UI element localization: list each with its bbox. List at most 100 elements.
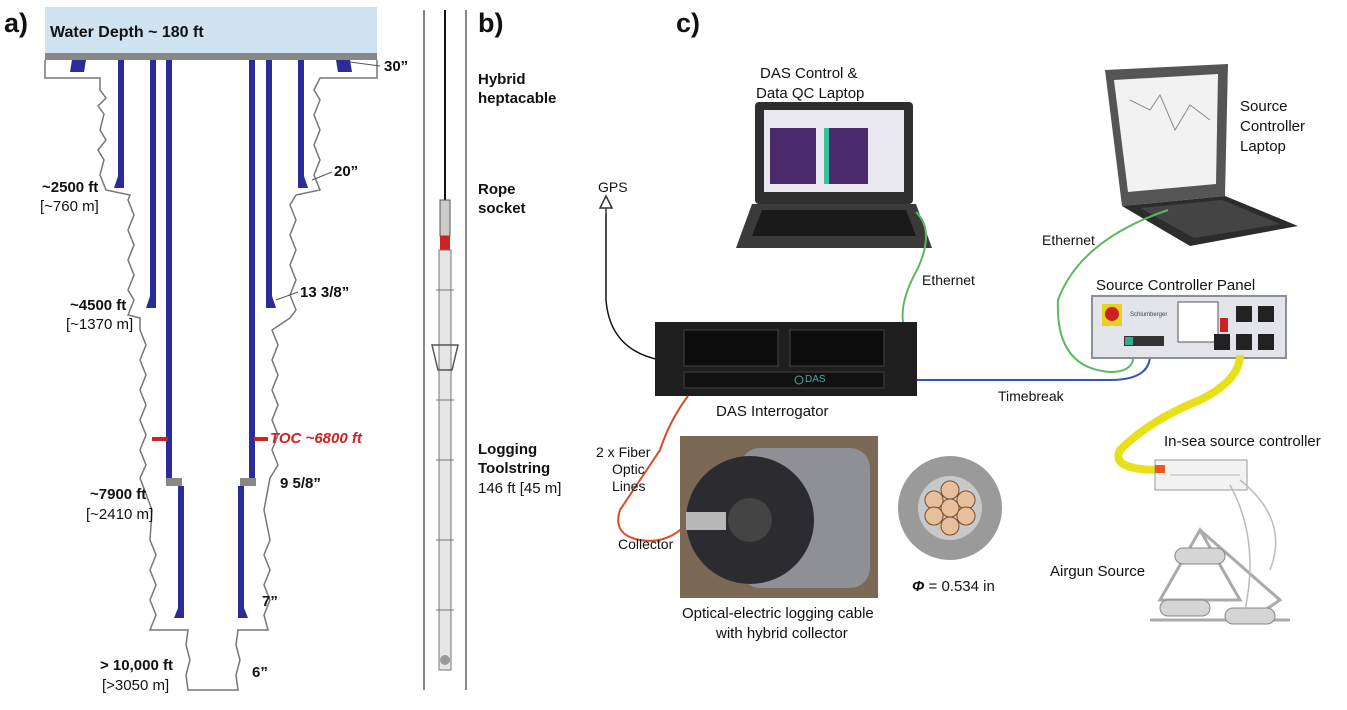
panel-connector-3: [1214, 334, 1230, 350]
casing-958-right: [249, 60, 255, 480]
conductor-5: [924, 506, 944, 526]
yellow-umbilical: [1114, 354, 1244, 474]
interrogator-power-ring: [794, 375, 804, 385]
airgun-cylinder-3: [1224, 607, 1276, 625]
source-laptop-screen: [1114, 74, 1218, 192]
fiber-optic-cable: [617, 395, 691, 542]
airgun-frame-a: [1157, 526, 1243, 602]
water-layer: [45, 7, 377, 53]
hybrid-label-line1: Hybrid: [478, 71, 526, 88]
casing-size-30: 30”: [384, 58, 409, 75]
cable-reel-photo: [680, 436, 878, 598]
casing-size-6: 6”: [252, 664, 268, 681]
collector-label: Collector: [618, 536, 674, 552]
ethernet-cable-source: [1056, 209, 1169, 374]
das-laptop: [736, 102, 932, 248]
cable-diameter-label: Φ = 0.534 in: [912, 577, 995, 596]
cable-cross-section: [898, 456, 1002, 560]
das-laptop-plot-2: [824, 128, 868, 184]
rope-label-line2: socket: [478, 200, 526, 217]
casing-1338-right-shoe: [266, 296, 276, 308]
source-laptop-label-line2: Controller: [1240, 118, 1306, 135]
panel-connector-1: [1236, 306, 1252, 322]
casing-size-1338: 13 3/8”: [300, 284, 350, 301]
das-interrogator-unit: [655, 322, 917, 396]
liner-7-right-shoe: [238, 608, 248, 618]
in-sea-controller-label: In-sea source controller: [1164, 433, 1321, 450]
conductor-4: [956, 506, 976, 526]
depth-2500-ft: ~2500 ft: [42, 179, 99, 196]
conductor-3: [924, 490, 944, 510]
in-sea-controller-tag: [1155, 465, 1165, 473]
toc-marker-left: [152, 437, 168, 441]
casing-20-left-shoe: [114, 176, 124, 188]
das-badge: DAS: [805, 374, 826, 385]
liner-7-right: [238, 486, 244, 612]
logging-label-line2: Toolstring: [478, 460, 551, 477]
conductor-1: [940, 498, 960, 518]
casing-20-right: [298, 60, 304, 180]
airgun-hoses: [1229, 479, 1277, 611]
casing-1338-left: [150, 60, 156, 300]
mudline: [45, 53, 377, 60]
panel-meter-red: [1220, 318, 1228, 332]
airgun-label: Airgun Source: [1050, 563, 1146, 580]
panel-b-letter: b): [478, 8, 504, 38]
tool-bottom: [440, 655, 450, 665]
panel-terminals: [1124, 336, 1164, 346]
casing-20-left: [118, 60, 124, 180]
fiber-label-line3: Lines: [612, 478, 646, 494]
casing-size-7: 7”: [262, 593, 278, 610]
reel-collector: [686, 512, 726, 530]
leader-1338: [275, 291, 299, 301]
airgun-cylinder-1: [1174, 547, 1226, 565]
leader-20: [311, 171, 333, 181]
das-laptop-plot-1: [770, 128, 816, 184]
depth-2500-m: [~760 m]: [40, 198, 99, 215]
borehole-outline: [44, 60, 378, 691]
das-laptop-keyboard: [752, 210, 916, 236]
in-sea-controller-unit: [1154, 459, 1248, 491]
logging-length: 146 ft [45 m]: [478, 480, 562, 497]
timebreak-label: Timebreak: [998, 388, 1064, 404]
gps-antenna: [598, 194, 614, 209]
das-laptop-label-line1: DAS Control &: [760, 65, 858, 82]
liner-7-left-shoe: [174, 608, 184, 618]
depth-10000-ft: > 10,000 ft: [100, 657, 173, 674]
toc-label: TOC ~6800 ft: [270, 430, 362, 447]
interrogator-bay-left: [683, 329, 779, 367]
gps-label: GPS: [598, 179, 628, 195]
source-laptop-keys: [1140, 200, 1280, 238]
cable-caption-line2: with hybrid collector: [716, 625, 848, 642]
conductor-shoe-right: [336, 60, 352, 72]
interrogator-label: DAS Interrogator: [716, 403, 829, 420]
fiber-label-line2: Optic: [612, 461, 645, 477]
casing-size-958: 9 5/8”: [280, 475, 321, 492]
panel-meter: [1177, 301, 1219, 343]
source-laptop-plot: [1129, 93, 1211, 132]
panel-connector-2: [1258, 306, 1274, 322]
interrogator-bay-right: [789, 329, 885, 367]
source-controller-panel-unit: [1091, 295, 1287, 359]
leader-30: [349, 61, 381, 67]
airgun-cylinder-2: [1159, 599, 1211, 617]
depth-7900-m: [~2410 m]: [86, 506, 154, 523]
depth-4500-ft: ~4500 ft: [70, 297, 127, 314]
source-laptop-label-line3: Laptop: [1240, 138, 1286, 155]
panel-terminal-green: [1125, 337, 1133, 345]
panel-brand: Schlumberger: [1130, 312, 1168, 318]
phi-value: = 0.534 in: [928, 578, 995, 595]
centralizer: [431, 344, 459, 371]
ethernet-label-source: Ethernet: [1042, 232, 1095, 248]
hybrid-label-line2: heptacable: [478, 90, 557, 107]
ethernet-label-das: Ethernet: [922, 272, 975, 288]
ethernet-cable-das: [901, 211, 927, 323]
casing-1338-right: [266, 60, 272, 300]
rope-socket-red: [440, 236, 450, 250]
reel-hub: [728, 498, 772, 542]
fiber-label-line1: 2 x Fiber: [596, 444, 651, 460]
depth-7900-ft: ~7900 ft: [90, 486, 147, 503]
